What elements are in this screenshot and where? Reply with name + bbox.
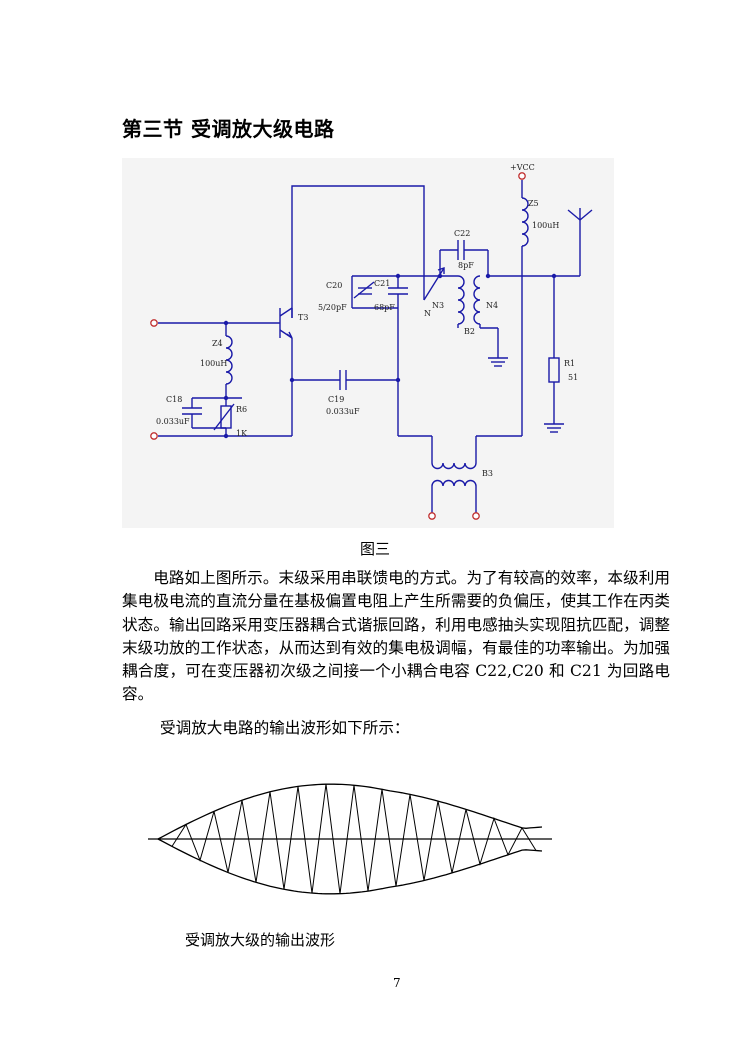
circuit-diagram: +VCC Z5 100uH C22 8pF C20 5/20pF C21 68p… xyxy=(122,158,614,528)
label-r1: R1 xyxy=(564,359,575,368)
label-z5-value: 100uH xyxy=(532,221,559,230)
label-n4: N4 xyxy=(486,301,498,310)
body-paragraph: 电路如上图所示。末级采用串联馈电的方式。为了有较高的效率，本级利用集电极电流的直… xyxy=(122,567,670,707)
label-c21: C21 xyxy=(374,279,390,288)
label-r6-value: 1K xyxy=(236,429,248,438)
figure-caption: 图三 xyxy=(360,540,391,558)
waveform-caption: 受调放大级的输出波形 xyxy=(185,931,336,949)
label-b2: B2 xyxy=(464,327,475,336)
waveform-figure xyxy=(140,748,560,928)
label-vcc: +VCC xyxy=(510,163,535,172)
page-number: 7 xyxy=(393,976,401,990)
label-z4: Z4 xyxy=(212,339,223,348)
label-t3: T3 xyxy=(298,313,308,322)
label-c18: C18 xyxy=(166,395,182,404)
label-c22: C22 xyxy=(454,229,470,238)
label-n: N xyxy=(424,309,431,318)
label-c19: C19 xyxy=(328,395,344,404)
label-b3: B3 xyxy=(482,469,493,478)
label-z5: Z5 xyxy=(528,199,539,208)
label-c22-value: 8pF xyxy=(458,261,474,270)
label-r1-value: 51 xyxy=(568,373,578,382)
label-n3: N3 xyxy=(432,301,444,310)
label-c18-value: 0.033uF xyxy=(156,417,190,426)
label-z4-value: 100uH xyxy=(200,359,227,368)
label-c20: C20 xyxy=(326,281,342,290)
label-c21-value: 68pF xyxy=(374,303,395,312)
label-c19-value: 0.033uF xyxy=(326,407,360,416)
section-heading: 第三节 受调放大级电路 xyxy=(122,117,335,141)
label-c20-value: 5/20pF xyxy=(318,303,347,312)
paragraph-text: 电路如上图所示。末级采用串联馈电的方式。为了有较高的效率，本级利用集电极电流的直… xyxy=(122,569,670,704)
label-r6: R6 xyxy=(236,405,247,414)
waveform-intro: 受调放大电路的输出波形如下所示： xyxy=(160,719,410,737)
